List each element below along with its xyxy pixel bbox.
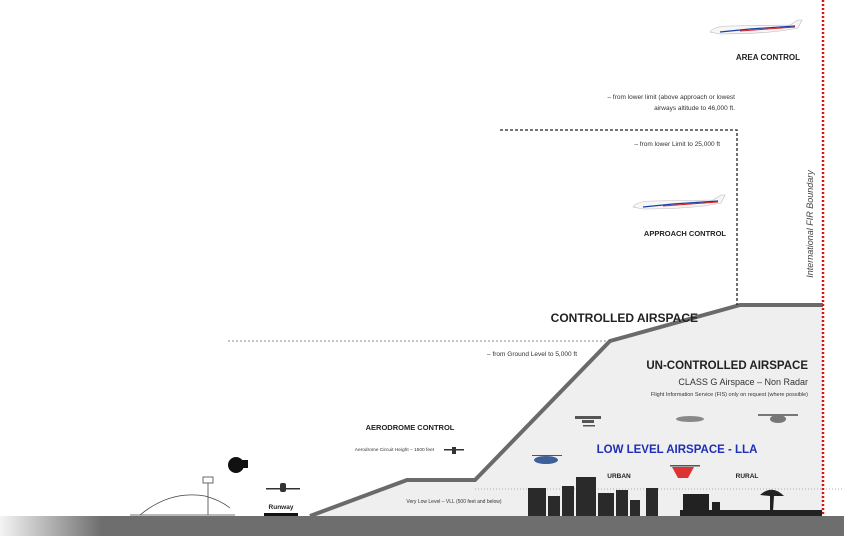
aerodrome-control-title: AERODROME CONTROL	[366, 423, 455, 432]
small-plane-icon	[676, 416, 704, 422]
area-control-title: AREA CONTROL	[736, 53, 800, 62]
rural-landscape-icon	[680, 489, 822, 516]
photographer-icon	[228, 457, 248, 473]
seaplane-icon	[575, 416, 601, 427]
urban-label: URBAN	[607, 473, 631, 480]
circuit-height-label: Aerodrome Circuit Height – 1500 feet	[355, 447, 435, 453]
area-control-range-1: – from lower limit (above approach or lo…	[607, 94, 735, 101]
helicopter-icon	[532, 455, 562, 464]
vll-label: Very Low Level – VLL (500 feet and below…	[406, 499, 501, 505]
class-g-label: CLASS G Airspace – Non Radar	[678, 377, 808, 387]
lla-title: LOW LEVEL AIRSPACE - LLA	[597, 444, 758, 456]
ground	[0, 516, 844, 536]
fis-label: Flight Information Service (FIS) only on…	[651, 392, 808, 398]
airport-terminal-icon	[130, 476, 235, 516]
light-aircraft-icon	[444, 447, 464, 454]
drone-icon	[670, 465, 700, 478]
runway-strip	[264, 513, 298, 516]
ground-to-5000-label: – from Ground Level to 5,000 ft	[487, 351, 577, 358]
fir-boundary-label: International FIR Boundary	[805, 170, 815, 278]
area-control-range-2: airways altitude to 46,000 ft.	[654, 105, 735, 112]
controlled-boundary-line	[309, 303, 823, 518]
uncontrolled-title: UN-CONTROLLED AIRSPACE	[646, 360, 808, 372]
airliner-icon	[709, 19, 803, 35]
approach-range: – from lower Limit to 25,000 ft	[634, 141, 720, 148]
airliner-icon	[632, 194, 726, 210]
rural-label: RURAL	[736, 473, 759, 480]
approach-control-title: APPROACH CONTROL	[644, 229, 727, 238]
runway-label: Runway	[269, 504, 294, 511]
controlled-airspace-title: CONTROLLED AIRSPACE	[551, 311, 698, 325]
approach-boundary-dashed	[500, 129, 738, 305]
uncontrolled-airspace-region	[310, 305, 823, 516]
jet-icon	[266, 483, 300, 492]
evtol-icon	[758, 414, 798, 423]
city-skyline-icon	[528, 477, 658, 516]
